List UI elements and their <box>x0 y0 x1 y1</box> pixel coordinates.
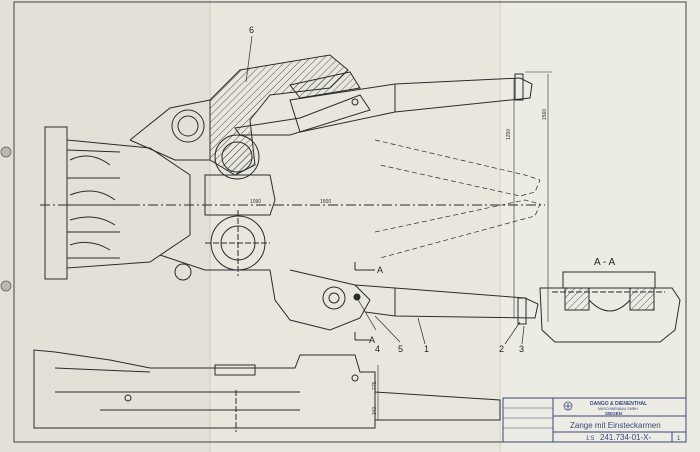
housing-rib <box>66 149 130 259</box>
lower-jaw-pin-outer <box>322 286 346 310</box>
section-aa-body <box>539 287 681 343</box>
paper-fold-left <box>0 0 210 452</box>
dim-text: 1560 <box>542 109 548 120</box>
drawing-title: Zange mit Einsteckarmen <box>570 421 661 430</box>
leader-line <box>504 321 521 345</box>
company-logo <box>563 401 573 411</box>
section-aa-left-hatch <box>564 287 590 311</box>
company-subtitle: MASCHINENBAU GMBH <box>598 407 638 411</box>
side-view-arm <box>374 391 501 421</box>
lower-lever-pin <box>174 263 192 281</box>
dim-text: 775 <box>372 381 378 390</box>
section-arrow-label: A <box>377 265 383 275</box>
dim-text: 340 <box>372 406 378 415</box>
binder-hole <box>0 280 12 292</box>
side-view-base <box>33 349 376 429</box>
callout-6: 6 <box>249 25 254 35</box>
section-aa-right-hatch <box>629 287 655 311</box>
side-view-bolt <box>351 374 359 382</box>
lower-lever <box>159 254 371 331</box>
pivot-upper-inner <box>177 115 199 137</box>
housing-body <box>66 139 191 269</box>
upper-jaw-hatch <box>289 71 361 99</box>
leader-line <box>521 325 525 345</box>
section-aa-label: A - A <box>594 257 615 268</box>
upper-arm-pin <box>351 98 359 106</box>
leader-line <box>245 35 253 83</box>
pivot-upper-outer <box>171 109 205 143</box>
section-aa-cavity <box>588 299 631 312</box>
lower-arm-tip <box>517 297 527 325</box>
pivot-main-outer <box>214 134 260 180</box>
pivot-main-inner <box>221 141 253 173</box>
side-view-detail <box>54 364 300 411</box>
drawing-border <box>13 1 687 443</box>
open-jaw-ghost <box>374 139 541 197</box>
callout-2: 2 <box>499 344 504 354</box>
central-body <box>204 174 276 216</box>
callout-3: 3 <box>519 344 524 354</box>
sheet-number: 1 <box>677 436 681 442</box>
callout-5: 5 <box>398 344 403 354</box>
dim-text: 1500 <box>320 199 331 205</box>
dim-text: 1250 <box>506 129 512 140</box>
upper-arm-tip <box>514 73 524 101</box>
section-aa-core <box>562 271 656 289</box>
side-view-bolt <box>124 394 132 402</box>
dim-text: 1090 <box>250 199 261 205</box>
upper-lever-outline <box>129 99 211 161</box>
lower-jaw-pin-inner <box>328 292 340 304</box>
drawing-scale: 1:5 <box>586 436 595 442</box>
section-arrow-a <box>354 332 370 341</box>
callout-4: 4 <box>375 344 380 354</box>
title-block <box>502 397 687 443</box>
binder-hole <box>0 146 12 158</box>
upper-arm <box>289 77 533 133</box>
housing-slot <box>69 155 116 251</box>
section-arrow-label: A <box>369 335 375 345</box>
leader-line <box>356 297 377 331</box>
leader-line <box>417 317 426 345</box>
company-name: DANGO & DIENENTHAL <box>590 401 647 407</box>
section-arrow-a <box>354 262 375 271</box>
callout-1: 1 <box>424 344 429 354</box>
company-city: SIEGEN <box>605 411 622 416</box>
lower-jaw-bolt <box>353 293 361 301</box>
paper-fold-right <box>500 0 700 452</box>
drawing-number: 241.734-01-X- <box>600 433 651 442</box>
leader-line <box>374 315 401 343</box>
